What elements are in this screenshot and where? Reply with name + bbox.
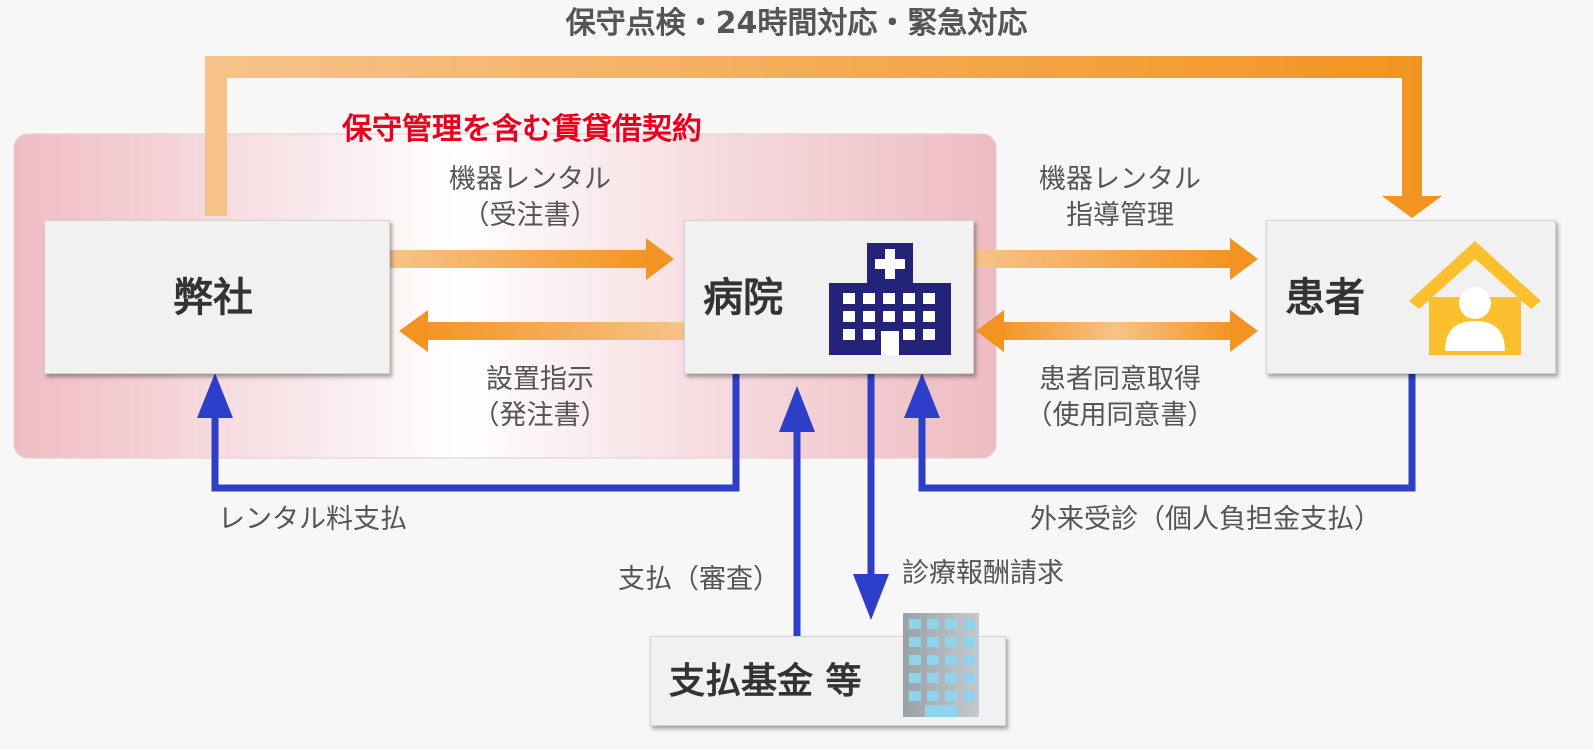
contract-label: 保守管理を含む賃貸借契約 [342,112,702,147]
outpatient-line [918,374,1416,492]
install-label-line2: （発注書） [472,400,608,431]
rental-arrowhead [646,238,674,280]
maintenance-label: 保守点検・24時間対応・緊急対応 [565,6,1028,41]
hospital-icon [829,243,951,355]
office-building-icon [903,613,979,717]
consent-arrowhead-left [976,310,1004,352]
consent-arrowhead-right [1230,310,1258,352]
rental-fee-arrowhead [197,373,233,418]
install-arrow-shaft [424,322,686,340]
contract-region [13,133,997,459]
payment-review-label: 支払（審査） [618,564,780,595]
guidance-label-line2: 指導管理 [1066,200,1174,231]
fund-title: 支払基金 等 [669,661,862,702]
house-icon [1409,241,1541,355]
outpatient-arrowhead [904,373,940,418]
guidance-arrow-shaft [974,250,1232,268]
guidance-arrowhead [1230,238,1258,280]
consent-label-line1: 患者同意取得 [1039,364,1201,395]
consent-label-line2: （使用同意書） [1025,400,1215,431]
outpatient-label: 外来受診（個人負担金支払） [1030,504,1381,535]
billing-label: 診療報酬請求 [902,558,1064,589]
billing-arrowhead [853,574,889,620]
fund-box: 支払基金 等 [650,613,1006,726]
rental-label-line2: （受注書） [462,200,598,231]
hospital-title: 病院 [703,275,783,321]
rental-fee-line [211,374,740,492]
payment-arrowhead [779,386,815,432]
company-box: 弊社 [44,220,390,374]
patient-box: 患者 [1266,220,1556,374]
company-title: 弊社 [173,275,253,321]
hospital-box: 病院 [684,220,974,374]
rental-arrow-shaft [390,250,648,268]
install-label-line1: 設置指示 [486,364,594,395]
install-arrowhead [399,310,428,352]
rental-label-line1: 機器レンタル [449,164,611,195]
consent-arrow-shaft [1000,322,1232,340]
maintenance-arrowhead [1382,196,1442,218]
rental-fee-label: レンタル料支払 [218,504,407,535]
guidance-label-line1: 機器レンタル [1039,164,1201,195]
patient-title: 患者 [1285,275,1365,321]
maintenance-arrow [205,56,1422,216]
